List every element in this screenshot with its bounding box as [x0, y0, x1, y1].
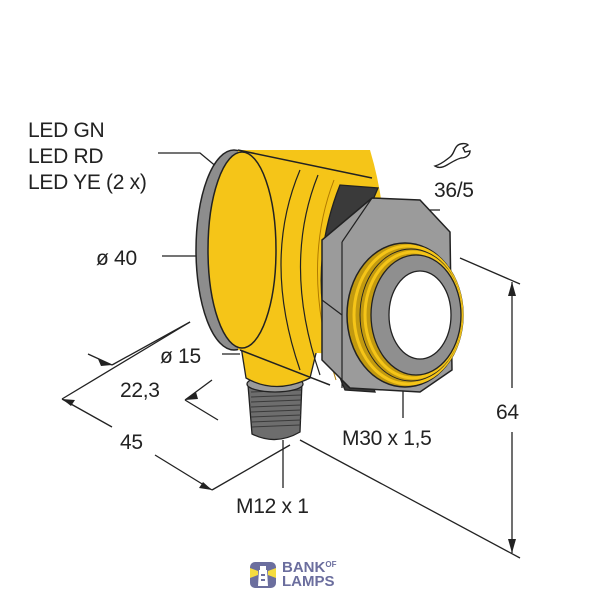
label-dim-45: 45 — [120, 431, 143, 454]
label-thread-m12: M12 x 1 — [236, 495, 309, 518]
logo-of: OF — [325, 559, 337, 569]
label-wrench-size: 36/5 — [434, 179, 474, 202]
label-diameter-15: ø 15 — [160, 345, 201, 368]
logo-line2: LAMPS — [282, 573, 335, 590]
lighthouse-icon — [250, 562, 276, 588]
label-led-rd: LED RD — [28, 145, 104, 168]
bank-of-lamps-logo: BANKOF LAMPS — [248, 560, 336, 590]
label-dim-22-3: 22,3 — [120, 379, 160, 402]
label-led-gn: LED GN — [28, 119, 105, 142]
dimension-lines — [61, 152, 521, 559]
m30-thread — [346, 242, 464, 388]
arrowheads — [62, 282, 516, 553]
label-thread-m30: M30 x 1,5 — [342, 427, 432, 450]
label-led-ye: LED YE (2 x) — [28, 171, 147, 194]
logo-line1: BANK — [282, 558, 326, 576]
label-dim-64: 64 — [496, 401, 519, 424]
transducer-face — [388, 270, 452, 360]
wrench-icon — [433, 142, 471, 169]
label-diameter-40: ø 40 — [96, 247, 137, 270]
